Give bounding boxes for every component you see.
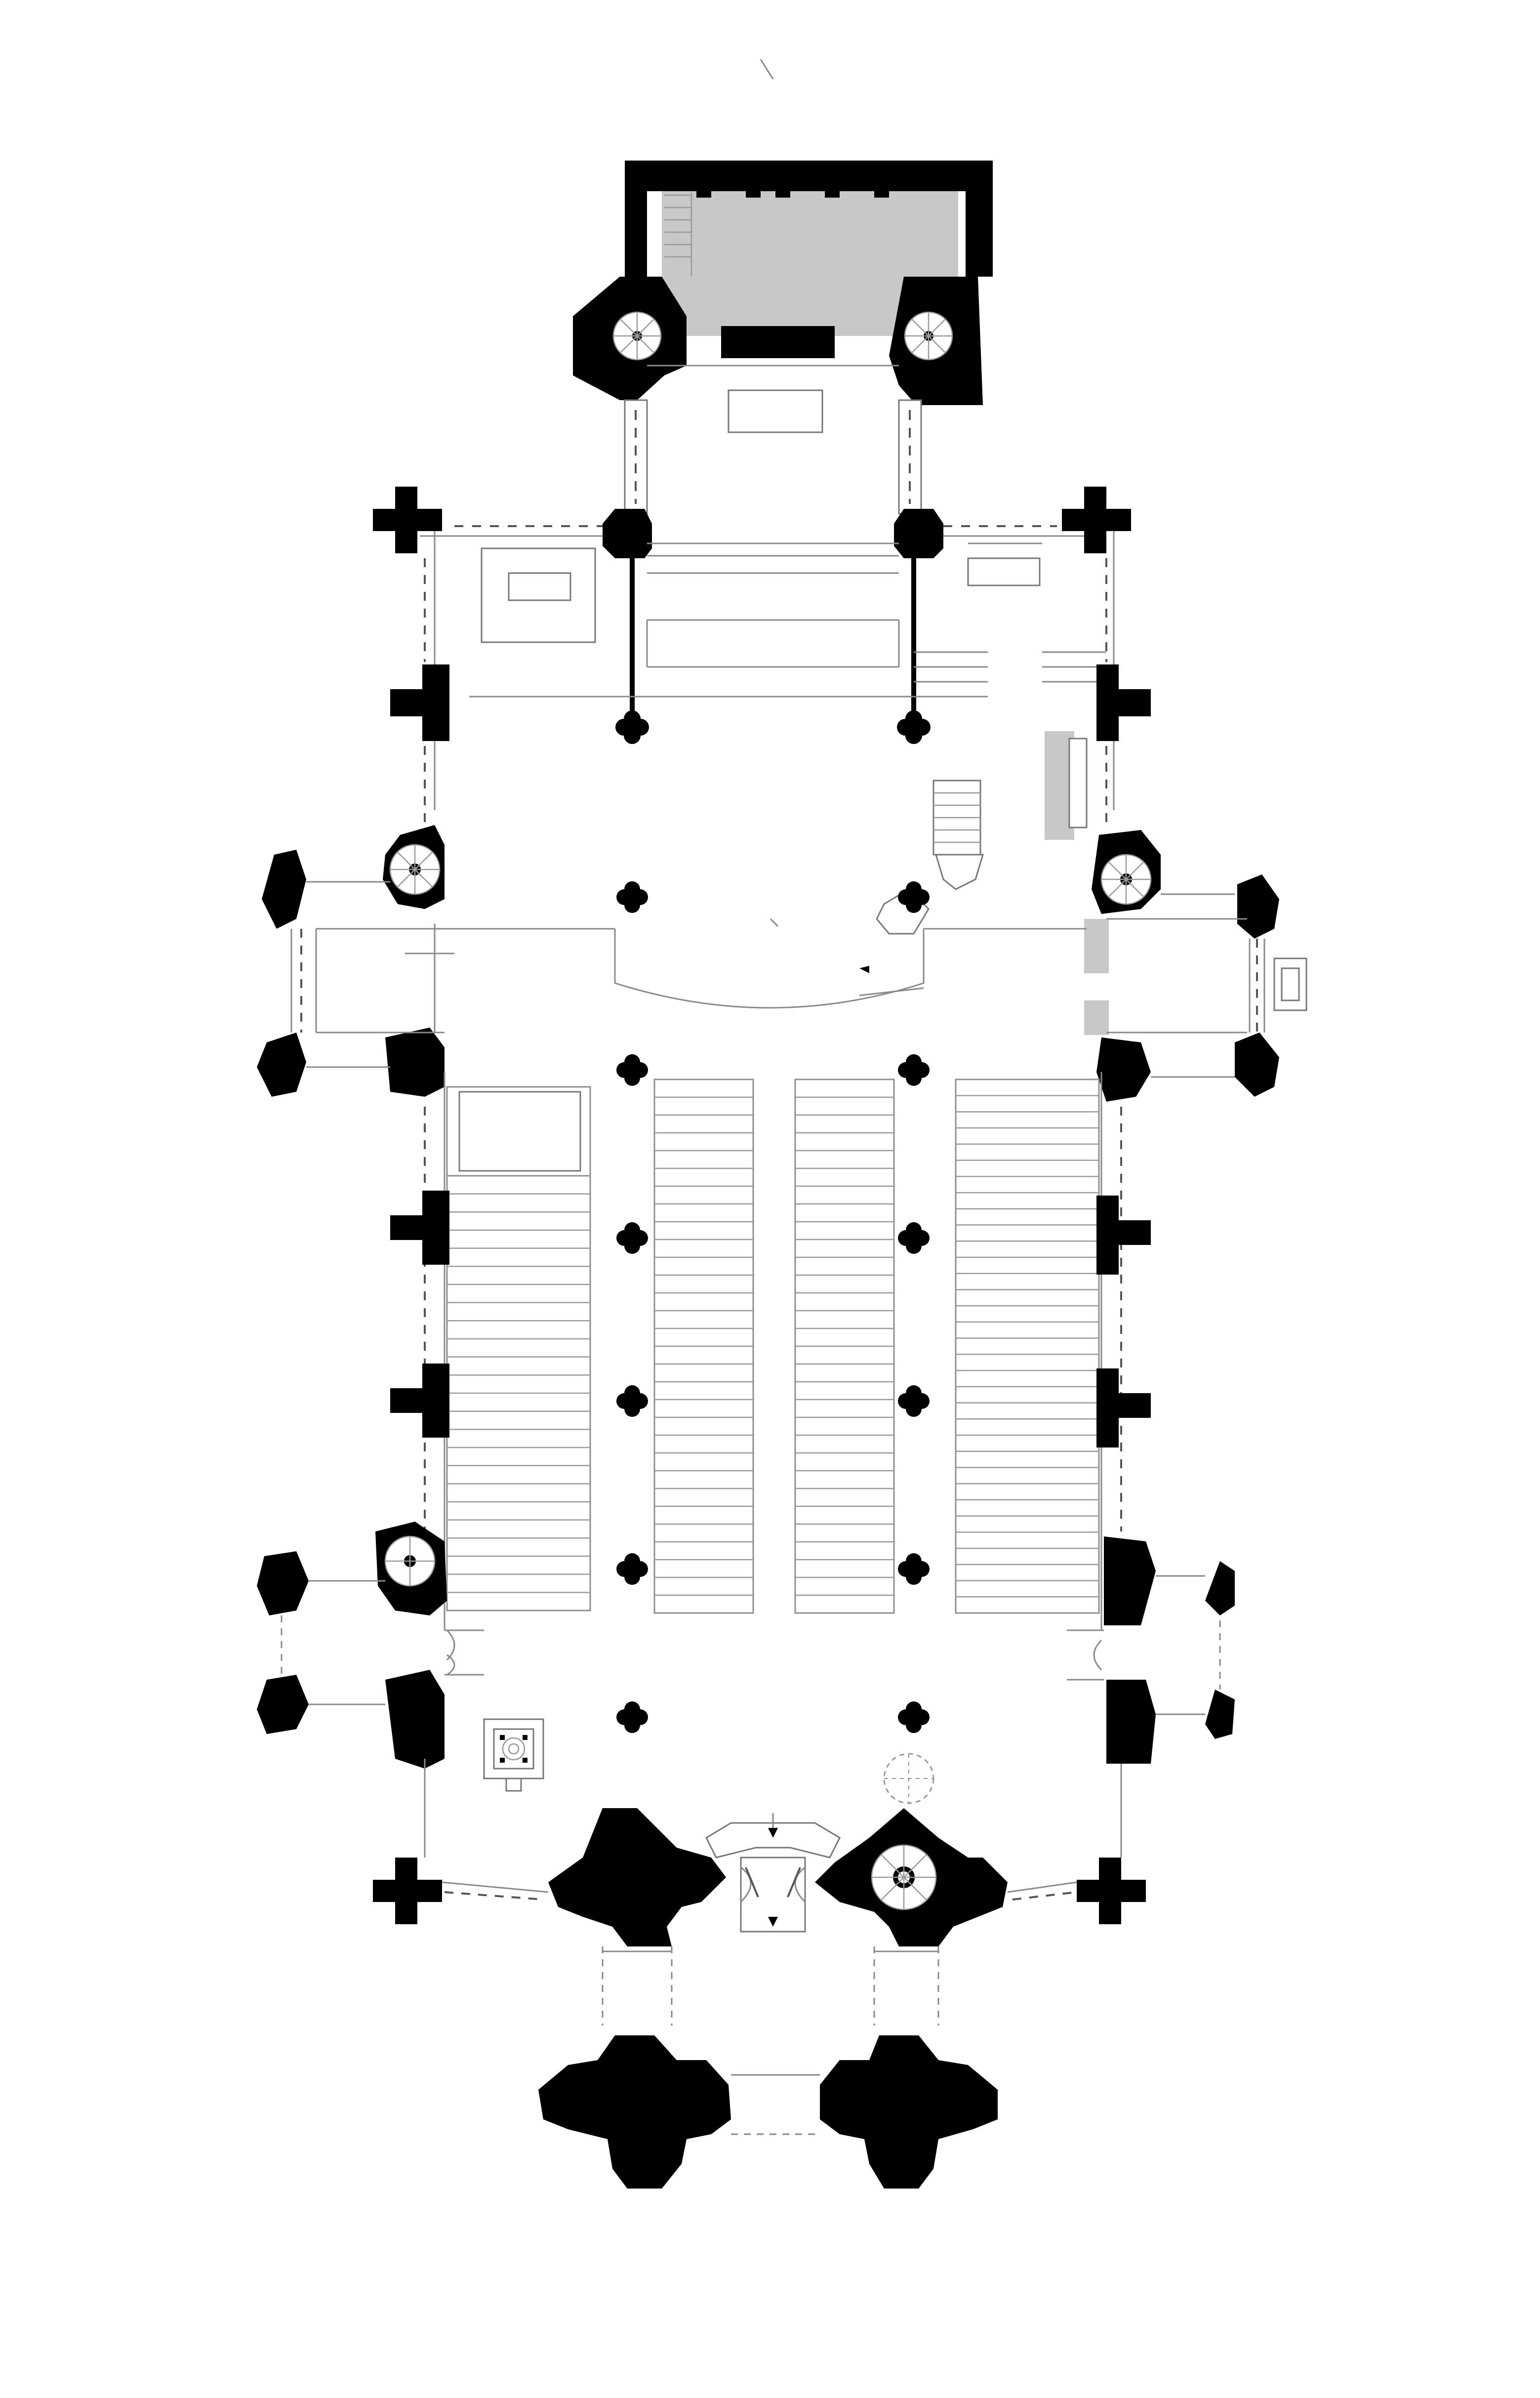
chancel-steps	[469, 542, 1106, 698]
crossing-pier-row	[615, 710, 931, 744]
corner-pier-sw	[373, 1858, 442, 1924]
west-entrance	[705, 1813, 841, 1933]
chancel-stair	[664, 193, 692, 277]
pulpit-stair	[876, 780, 984, 935]
west-tower-left	[548, 1808, 726, 1946]
north-transept-porch	[257, 825, 454, 1097]
west-side-porches	[257, 1536, 1235, 1769]
north-arrow-mark	[760, 59, 774, 80]
dotted-spiral-outline	[883, 1753, 934, 1804]
nave-west-spiral-stair	[375, 1522, 447, 1615]
west-tower-spiral-stair	[871, 1844, 937, 1910]
west-front	[373, 1759, 1146, 2189]
pew-rows	[447, 1095, 1099, 1598]
south-chapel-altar	[967, 557, 1041, 586]
transept-corner-pier-ne	[1062, 487, 1131, 553]
altar	[728, 389, 823, 433]
pew-block-south-aisle	[955, 1078, 1100, 1614]
nave-buttresses	[390, 1191, 1151, 1447]
gate-pier-left	[538, 2035, 731, 2189]
nave	[257, 881, 1235, 1804]
chancel	[573, 161, 993, 515]
chancel-spiral-stair-right	[904, 311, 953, 361]
north-chapel-altar	[508, 572, 571, 601]
baptismal-font	[483, 1718, 544, 1792]
nave-piers	[616, 881, 930, 1733]
transept	[373, 487, 1151, 935]
corner-pier-se	[1077, 1858, 1146, 1924]
gate-pier-right	[820, 2035, 998, 2189]
transept-corner-pier-nw	[373, 487, 442, 553]
south-transept-porch	[1084, 830, 1307, 1102]
chancel-spiral-stair-left	[612, 311, 662, 361]
chancel-window-piers	[696, 175, 889, 198]
